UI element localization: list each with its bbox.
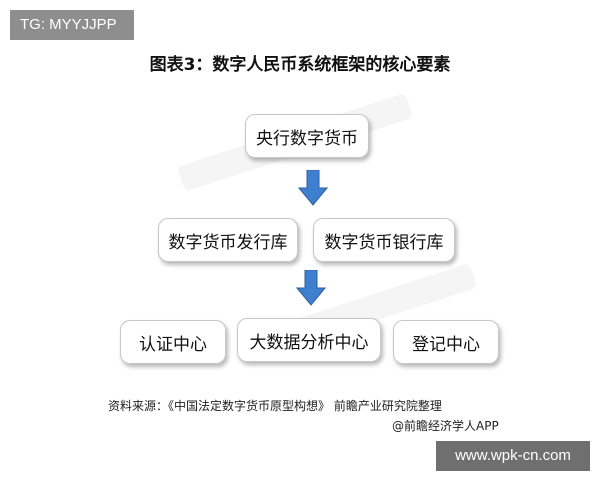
down-arrow-icon	[298, 170, 328, 206]
down-arrow-icon	[296, 270, 326, 306]
node-central-bank-digital-currency: 央行数字货币	[245, 114, 369, 158]
node-big-data-analysis-center: 大数据分析中心	[237, 318, 381, 362]
diagram-title: 图表3：数字人民币系统框架的核心要素	[149, 55, 451, 75]
node-authentication-center: 认证中心	[120, 320, 226, 364]
node-registration-center: 登记中心	[393, 320, 499, 364]
node-bank-vault: 数字货币银行库	[313, 218, 455, 262]
source-note: 资料来源：《中国法定数字货币原型构想》 前瞻产业研究院整理	[108, 399, 442, 413]
credit-note: @前瞻经济学人APP	[392, 419, 499, 433]
overlay-tag: TG: MYYJJPP	[10, 10, 134, 40]
url-tag: www.wpk-cn.com	[436, 441, 590, 471]
node-issuance-vault: 数字货币发行库	[158, 218, 298, 262]
